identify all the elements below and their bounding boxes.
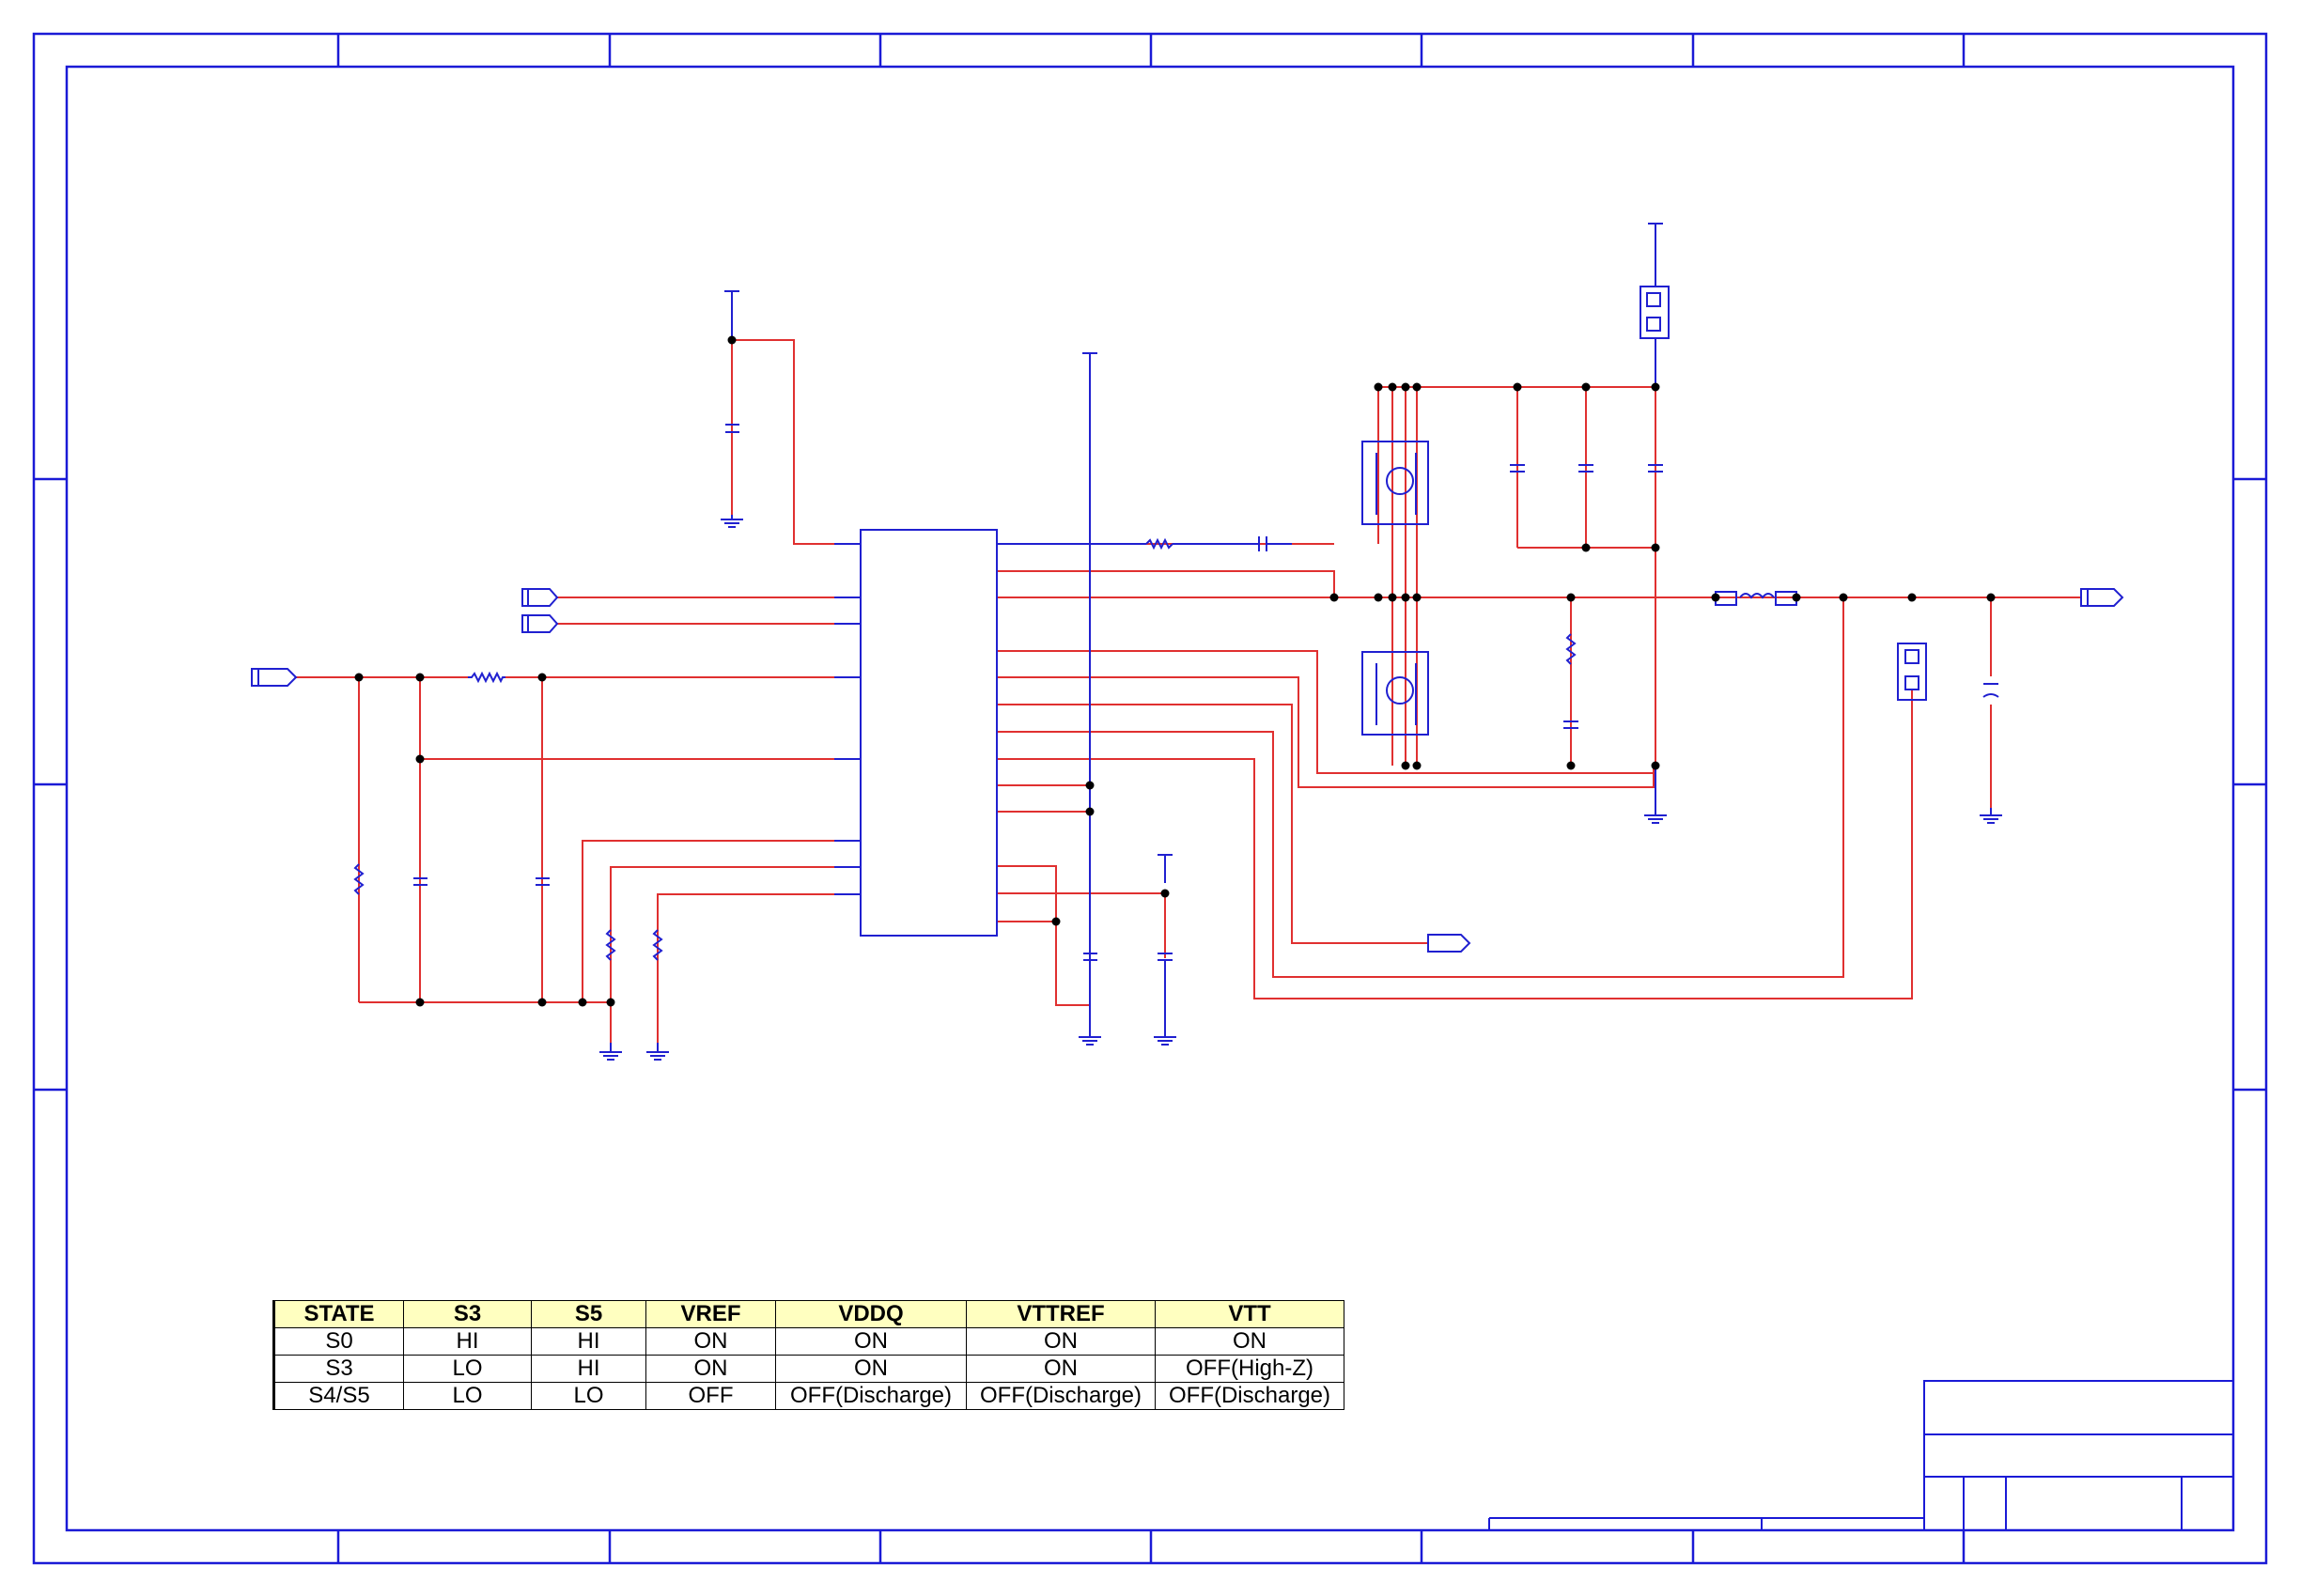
ground-6 [1644,766,1667,824]
ground-symbols [599,515,2002,1061]
table-cell: ON [966,1355,1156,1383]
title-block [1488,1380,2234,1531]
components [251,223,2124,1033]
high-side-mosfet [1361,441,1429,525]
header-s5: S5 [531,1300,646,1328]
table-cell: LO [403,1382,532,1410]
table-cell: HI [531,1327,646,1356]
table-cell: ON [645,1327,776,1356]
table-row: S3 LO HI ON ON ON OFF(High-Z) [272,1355,1344,1383]
junctions [354,335,1996,1007]
input-resistor [468,671,505,684]
output-port [2080,588,2124,607]
table-cell: S4/S5 [272,1382,404,1410]
divider-resistor-2 [605,929,616,961]
low-side-mosfet [1361,651,1429,736]
state-table: STATE S3 S5 VREF VDDQ VTTREF VTT S0 HI H… [272,1300,1344,1410]
divider-resistor-3 [652,929,663,961]
ground-3 [646,1043,669,1061]
table-header-row: STATE S3 S5 VREF VDDQ VTTREF VTT [272,1300,1344,1328]
header-state: STATE [272,1300,404,1328]
table-cell: OFF(Discharge) [966,1382,1156,1410]
input-port [251,668,298,687]
table-row: S0 HI HI ON ON ON ON [272,1327,1344,1356]
table-cell: OFF(Discharge) [775,1382,967,1410]
ground-4 [1079,1033,1101,1046]
header-vtt: VTT [1155,1300,1344,1328]
table-cell: ON [775,1355,967,1383]
header-vddq: VDDQ [775,1300,967,1328]
table-cell: ON [1155,1327,1344,1356]
ground-7 [1980,808,2002,824]
output-jumper [1897,643,1927,701]
ground-5 [1154,1033,1176,1046]
table-cell: S3 [272,1355,404,1383]
table-cell: OFF [645,1382,776,1410]
controller-ic [860,529,998,937]
ground-2 [599,1043,622,1061]
header-vref: VREF [645,1300,776,1328]
table-cell: HI [531,1355,646,1383]
table-cell: ON [966,1327,1156,1356]
s5-port [521,614,559,633]
header-vttref: VTTREF [966,1300,1156,1328]
table-cell: LO [531,1382,646,1410]
ground-1 [721,515,743,528]
vtt-ref-port [1427,934,1471,953]
table-cell: S0 [272,1327,404,1356]
table-cell: ON [645,1355,776,1383]
table-row: S4/S5 LO LO OFF OFF(Discharge) OFF(Disch… [272,1382,1344,1410]
header-s3: S3 [403,1300,532,1328]
table-cell: OFF(Discharge) [1155,1382,1344,1410]
table-cell: HI [403,1327,532,1356]
table-cell: LO [403,1355,532,1383]
s3-port [521,588,559,607]
divider-resistor-1 [353,863,365,895]
table-cell: OFF(High-Z) [1155,1355,1344,1383]
drawing-frame [32,32,2268,1565]
table-cell: ON [775,1327,967,1356]
wires [296,339,2081,1043]
